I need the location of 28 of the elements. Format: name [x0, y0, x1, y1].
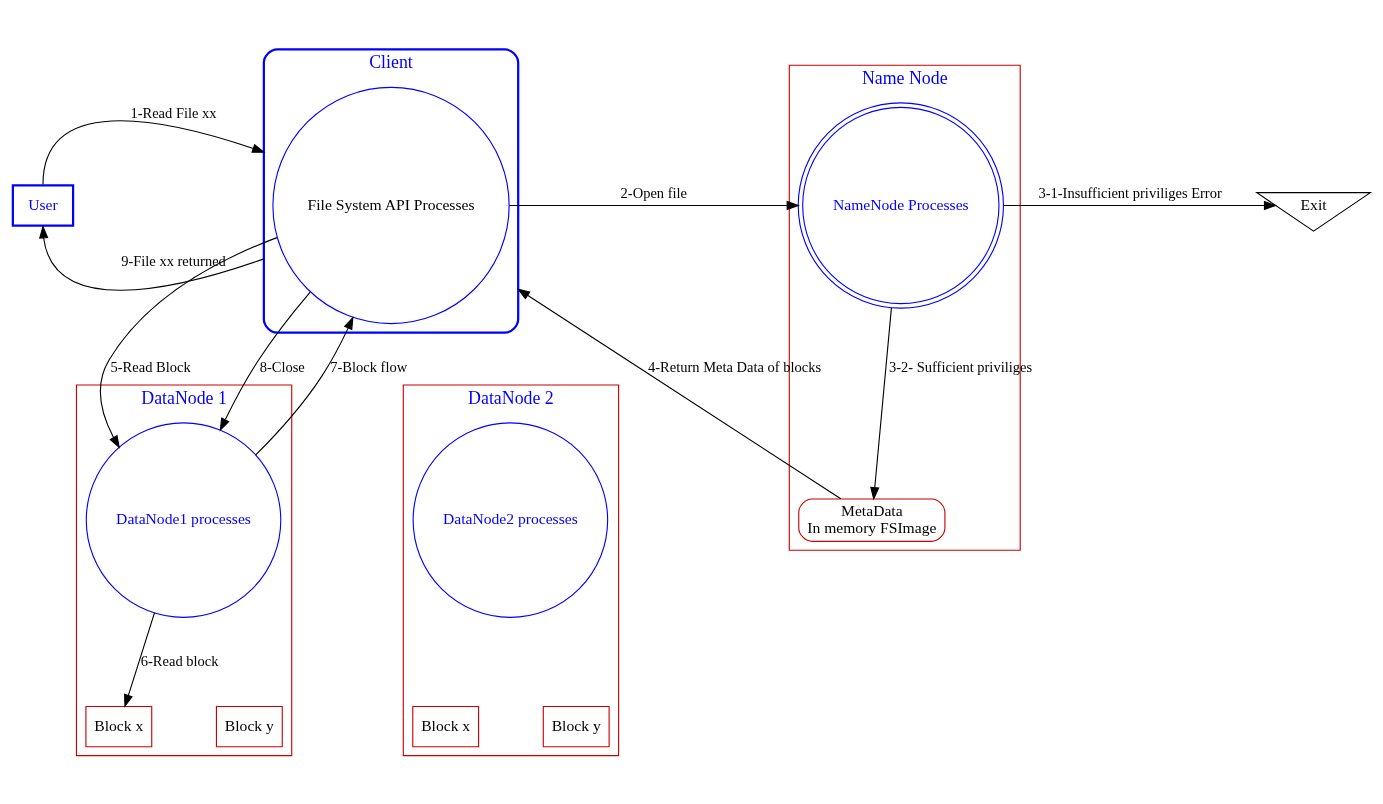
node-circle: File System API Processes	[272, 86, 510, 324]
node-box: User	[11, 183, 75, 227]
edge-label: 5-Read Block	[110, 358, 191, 375]
arrow	[1002, 200, 1278, 210]
node-box: Block y	[542, 705, 610, 747]
edge-label: 2-Open file	[620, 184, 688, 201]
node-box: MetaData In memory FSImage	[798, 497, 946, 542]
edge-label: 6-Read block	[140, 652, 219, 669]
arrow	[124, 611, 156, 708]
edge-label: 7-Block flow	[330, 358, 408, 375]
arrow	[219, 291, 311, 431]
edge-label: 1-Read File xx	[130, 104, 217, 121]
edge-label: 9-File xx returned	[121, 252, 226, 269]
arrow	[870, 306, 892, 500]
node-box: Block y	[215, 705, 283, 747]
arrow	[39, 224, 265, 291]
arrow	[42, 119, 266, 185]
node-circle: DataNode1 processes	[85, 421, 282, 618]
edge-label: 3-1-Insufficient priviliges Error	[1038, 184, 1222, 201]
node-box: Block x	[85, 705, 153, 747]
node-circle: NameNode Processes	[797, 101, 1004, 309]
node-circle: DataNode2 processes	[412, 421, 609, 618]
edge-label: 8-Close	[259, 358, 305, 375]
arrow	[516, 287, 842, 499]
arrow	[99, 236, 278, 449]
arrow	[255, 315, 354, 455]
arrow	[508, 200, 800, 210]
node-box: Block x	[412, 705, 480, 747]
